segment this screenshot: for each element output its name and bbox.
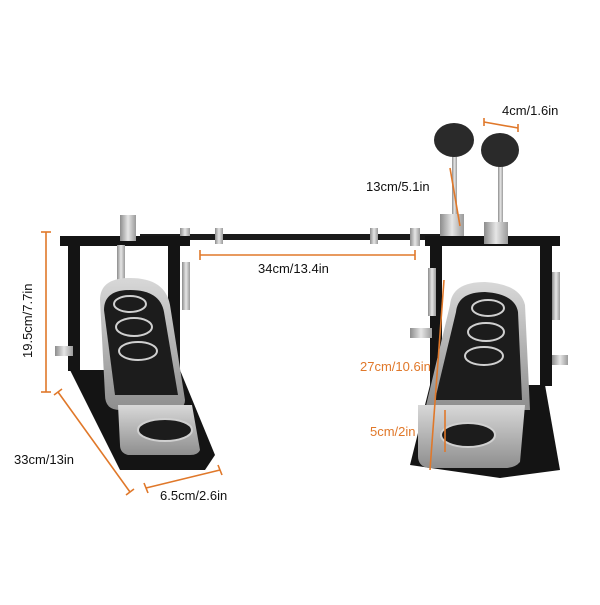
dimension-label-beater-shaft: 13cm/5.1in bbox=[366, 179, 430, 194]
dimension-label-drive-shaft: 34cm/13.4in bbox=[258, 261, 329, 276]
dimension-label-beater-width: 4cm/1.6in bbox=[502, 103, 559, 118]
left-pedal bbox=[55, 215, 215, 470]
dimension-label-heel-length: 5cm/2in bbox=[370, 424, 416, 439]
dimension-lines bbox=[41, 118, 519, 496]
dimension-label-height: 19.5cm/7.7in bbox=[20, 283, 35, 358]
dimension-label-length: 33cm/13in bbox=[14, 452, 74, 467]
dimension-label-footboard-length: 27cm/10.6in bbox=[360, 359, 431, 374]
right-spring bbox=[428, 268, 560, 320]
dimension-label-width: 6.5cm/2.6in bbox=[160, 488, 228, 503]
beaters bbox=[434, 123, 519, 244]
right-pedal bbox=[410, 123, 568, 478]
left-spring bbox=[117, 245, 190, 310]
